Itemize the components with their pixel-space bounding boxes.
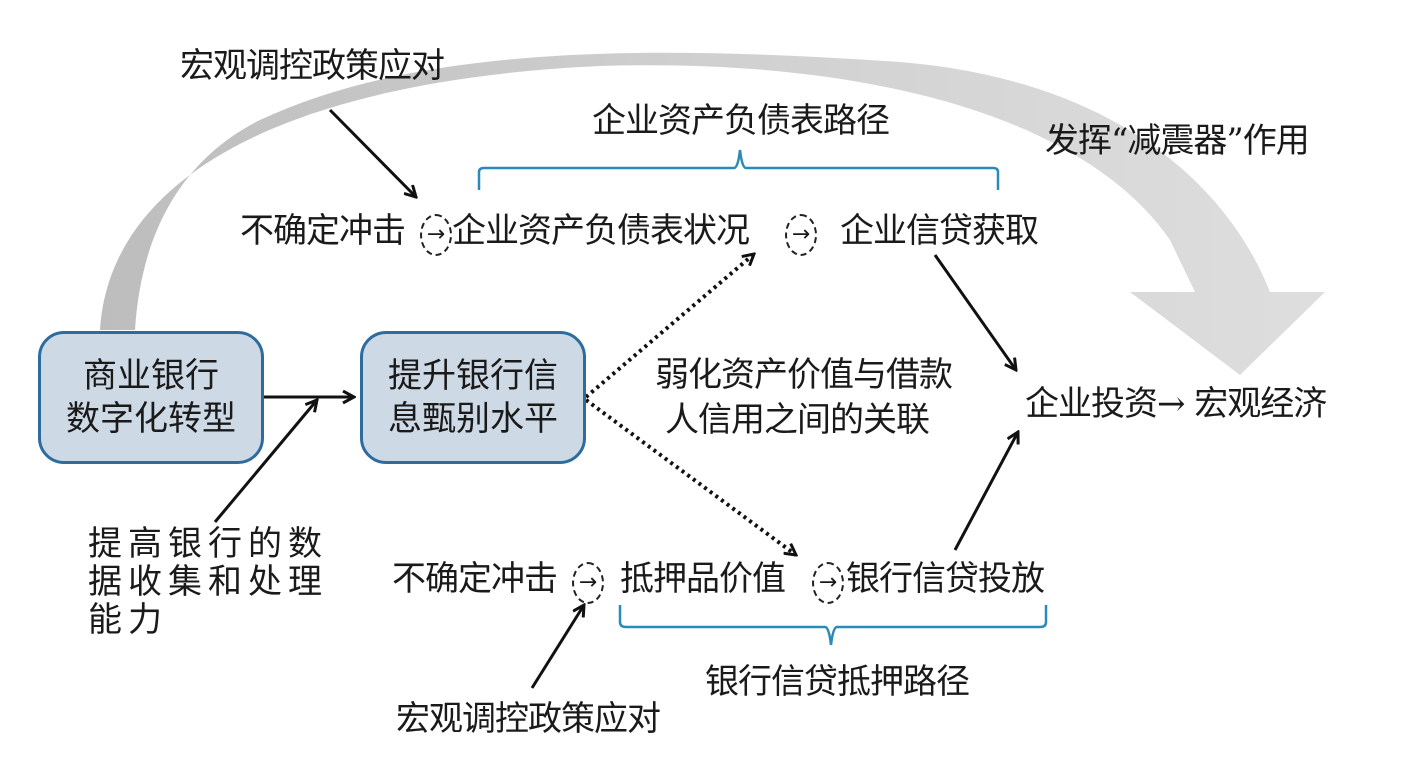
top-policy-label: 宏观调控政策应对 (180, 46, 445, 86)
weaken-link-line-1: 弱化资产价值与借款 (655, 355, 953, 395)
balance-sheet-label: 企业资产负债表状况 (452, 211, 750, 251)
top-path-label: 企业资产负债表路径 (592, 101, 890, 141)
box-line: 息甄别水平 (388, 398, 558, 439)
box-line: 商业银行 (83, 356, 219, 396)
bottom-shock-label: 不确定冲击 (392, 559, 558, 599)
credit-access-to-investment-arrow (933, 254, 1016, 370)
mediator-circle-icon: → (785, 214, 817, 256)
mediator-circle-icon: → (420, 214, 452, 256)
credit-access-label: 企业信贷获取 (840, 211, 1039, 251)
screening-to-collateral-dotted-arrow (584, 398, 796, 555)
bank-lending-label: 银行信贷投放 (846, 559, 1045, 599)
bank-lending-to-investment-arrow (953, 432, 1018, 551)
bottom-path-bracket (618, 605, 1048, 646)
policy-to-top-shock-arrow (328, 108, 416, 197)
screening-to-balance-sheet-dotted-arrow (584, 254, 754, 399)
data-capability-label: 提高银行的数据收集和处理能力 (88, 524, 328, 641)
policy-to-bottom-shock-arrow (530, 605, 584, 689)
box-line: 数字化转型 (66, 398, 236, 439)
capability-to-main-arrow (213, 400, 317, 523)
top-path-bracket (477, 149, 1000, 190)
info-screening-box: 提升银行信 息甄别水平 (360, 331, 586, 464)
weaken-link-line-2: 人信用之间的关联 (665, 400, 930, 440)
bottom-path-label: 银行信贷抵押路径 (705, 662, 970, 702)
mediator-circle-icon: → (572, 562, 604, 604)
outcome-label: 企业投资→ 宏观经济 (1025, 384, 1327, 424)
digital-transformation-box: 商业银行 数字化转型 (38, 331, 264, 464)
mediator-circle-icon: → (812, 562, 844, 604)
top-shock-label: 不确定冲击 (240, 211, 406, 251)
box-line: 提升银行信 (388, 356, 558, 396)
shock-absorber-label: 发挥“减震器”作用 (1045, 121, 1310, 161)
bottom-policy-label: 宏观调控政策应对 (396, 699, 661, 739)
shock-absorber-arrow (100, 52, 1325, 376)
collateral-label: 抵押品价值 (620, 559, 786, 599)
